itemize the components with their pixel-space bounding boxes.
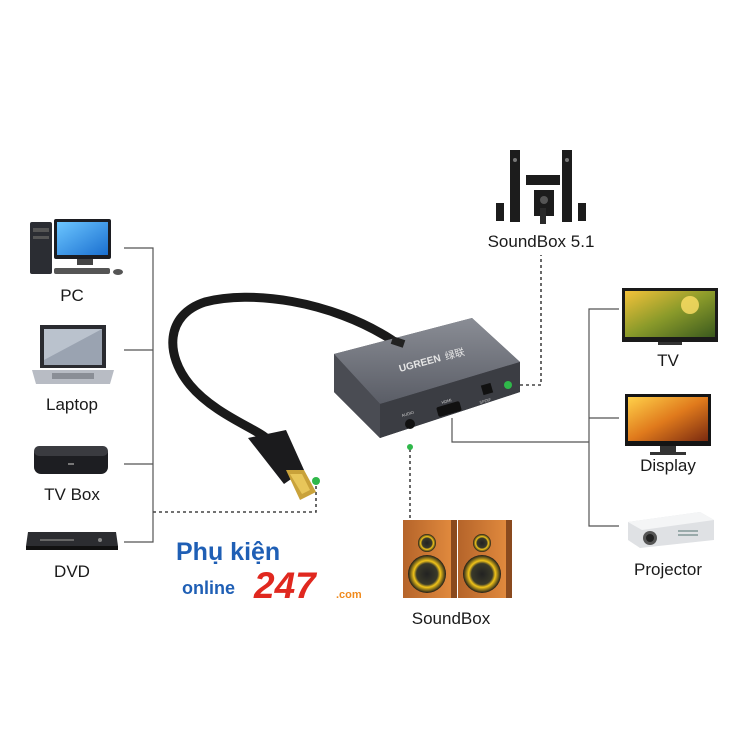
adapter-port-hdmi-label: HDMI xyxy=(441,397,452,405)
device-label-tv-box: TV Box xyxy=(44,485,100,504)
phukien-online-247-logo: Phụ kiện online 247 .com xyxy=(176,538,362,606)
svg-text:Phụ kiện: Phụ kiện xyxy=(176,538,280,566)
svg-text:247: 247 xyxy=(253,565,318,606)
tv-box-icon xyxy=(34,446,108,474)
adapter-port-spdif-label: SPDIF xyxy=(479,397,492,405)
hdmi-plug-connection-dot xyxy=(312,477,320,485)
device-label-dvd: DVD xyxy=(54,562,90,581)
display-monitor-icon xyxy=(625,394,711,455)
device-label-soundbox-5-1: SoundBox 5.1 xyxy=(488,232,595,251)
device-label-soundbox: SoundBox xyxy=(412,609,491,628)
svg-text:.com: .com xyxy=(336,589,362,601)
audio-port-connection-dot xyxy=(407,444,413,450)
svg-text:online: online xyxy=(182,578,235,598)
soundbox-speakers-icon xyxy=(403,520,512,598)
device-label-tv: TV xyxy=(657,351,679,370)
device-label-laptop: Laptop xyxy=(46,395,98,414)
laptop-icon xyxy=(32,325,114,384)
tv-icon xyxy=(622,288,718,345)
pc-icon xyxy=(30,219,123,275)
spdif-port-connection-dot xyxy=(504,381,512,389)
left-bracket-lines xyxy=(124,247,317,543)
hdmi-cable xyxy=(168,292,397,500)
projector-icon xyxy=(628,512,714,548)
device-label-pc: PC xyxy=(60,286,84,305)
device-label-display: Display xyxy=(640,456,696,475)
dvd-player-icon xyxy=(26,532,118,550)
right-bracket-lines xyxy=(409,255,619,527)
soundbox-5-1-icon xyxy=(496,150,586,224)
adapter-port-audio-label: AUDIO xyxy=(401,410,415,418)
hdmi-audio-extractor-adapter xyxy=(334,318,520,438)
device-label-projector: Projector xyxy=(634,560,702,579)
